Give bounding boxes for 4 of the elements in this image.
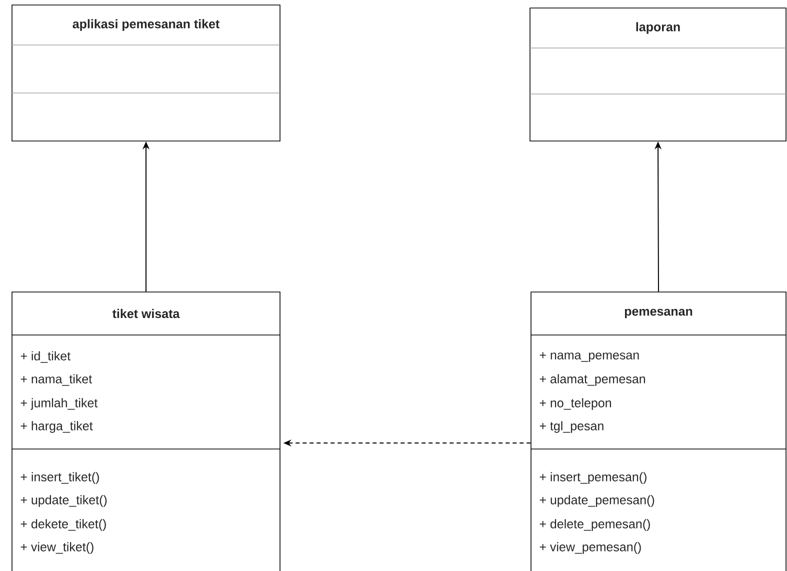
class-box: pemesanan + nama_pemesan + alamat_pemesan + no_telepon + tgl_pesan + insert_pemesan() + update_pemesan() + delete_pemesan() + view_pemesan() [530, 292, 786, 571]
class-box: tiket wisata + id_tiket + nama_tiket + jumlah_tiket + harga_tiket + insert_tiket() + update_tiket() + dekete_tiket() + view_tiket() [12, 292, 280, 571]
class-box: laporan [530, 8, 786, 142]
class-box: aplikasi pemesanan tiket [12, 4, 280, 142]
